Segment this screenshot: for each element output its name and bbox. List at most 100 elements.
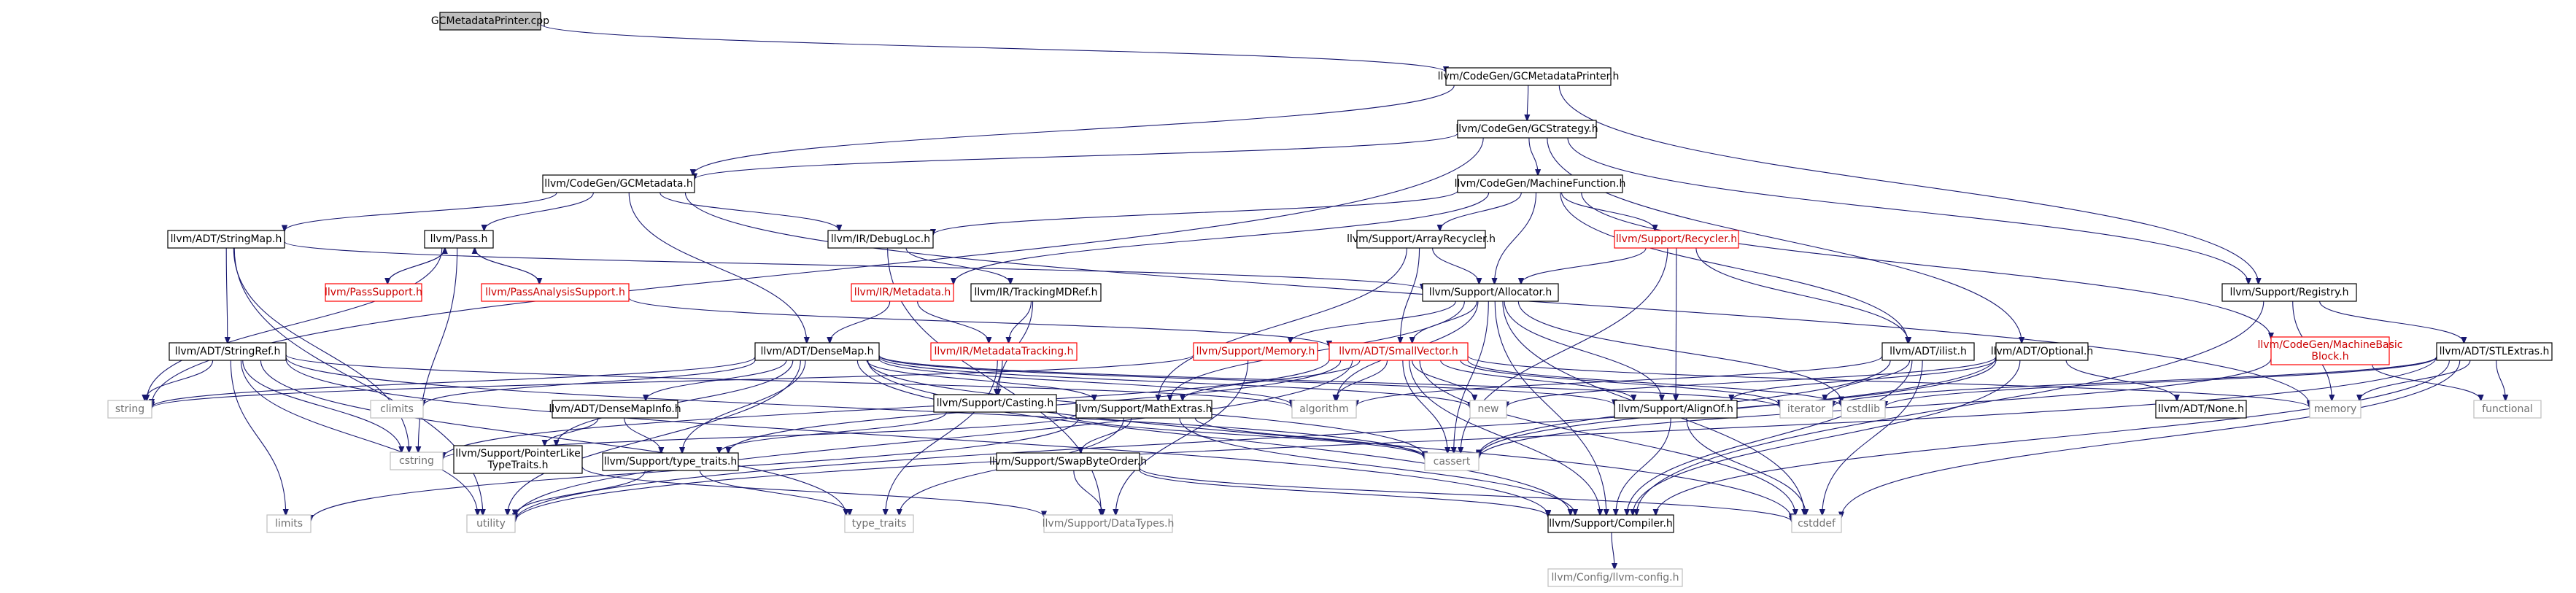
edge-ilist-to-cstddef <box>1822 360 1923 515</box>
node-label: llvm/Config/llvm-config.h <box>1552 572 1679 584</box>
node-pass[interactable]: llvm/Pass.h <box>424 230 494 249</box>
node-arrayrec[interactable]: llvm/Support/ArrayRecycler.h <box>1347 230 1496 249</box>
node-label: llvm/Support/type_traits.h <box>604 456 738 468</box>
edge-allocator-to-compiler <box>1494 301 1606 515</box>
node-cstddef: cstddef <box>1791 514 1842 533</box>
edge-stringref-to-string <box>144 360 214 400</box>
node-label: llvm/ADT/SmallVector.h <box>1339 346 1458 357</box>
node-gcmp[interactable]: llvm/CodeGen/GCMetadataPrinter.h <box>1438 67 1620 86</box>
node-box <box>2155 400 2247 419</box>
node-box <box>1469 400 1507 419</box>
node-box <box>1779 400 1833 419</box>
edge-stlextras-to-cstdlib <box>1885 356 2437 407</box>
node-root[interactable]: GCMetadataPrinter.cpp <box>431 12 549 31</box>
node-metadata[interactable]: llvm/IR/Metadata.h <box>851 283 954 302</box>
node-swapbyte[interactable]: llvm/Support/SwapByteOrder.h <box>989 452 1147 471</box>
node-llvmconfig: llvm/Config/llvm-config.h <box>1547 568 1683 587</box>
node-typetraits_h[interactable]: llvm/Support/type_traits.h <box>602 452 739 471</box>
edge-optional-to-new <box>1506 356 1997 408</box>
node-smallvector[interactable]: llvm/ADT/SmallVector.h <box>1328 342 1469 361</box>
node-compiler[interactable]: llvm/Support/Compiler.h <box>1547 514 1674 533</box>
node-label: llvm/IR/DebugLoc.h <box>831 233 930 245</box>
node-label: cassert <box>1434 456 1471 468</box>
edge-optional-to-alignof <box>1731 358 1997 400</box>
edge-metadata-to-mdtracking <box>917 301 989 343</box>
node-box <box>2473 400 2542 419</box>
node-box <box>970 283 1102 302</box>
node-passsupport[interactable]: llvm/PassSupport.h <box>325 283 422 302</box>
node-box <box>1422 283 1559 302</box>
edge-registry-to-stlextras <box>2319 301 2464 343</box>
node-passanalysis[interactable]: llvm/PassAnalysisSupport.h <box>481 283 630 302</box>
node-box <box>1457 174 1623 193</box>
node-box <box>1328 342 1469 361</box>
edge-compiler-to-llvmconfig <box>1611 532 1614 569</box>
edge-stlextras-to-utility <box>515 356 2437 522</box>
edge-stringref-to-algorithm <box>285 354 1292 408</box>
edge-passanalysis-to-pass <box>475 248 540 284</box>
edge-memory_h-to-string <box>152 354 1194 408</box>
node-label: llvm/ADT/DenseMap.h <box>760 346 873 357</box>
edge-mfunc-to-mbb <box>1581 192 2271 338</box>
node-stringmap[interactable]: llvm/ADT/StringMap.h <box>167 230 285 249</box>
node-casting[interactable]: llvm/Support/Casting.h <box>933 394 1057 413</box>
node-box <box>390 451 444 470</box>
node-stlextras[interactable]: llvm/ADT/STLExtras.h <box>2436 342 2553 361</box>
node-box <box>1995 342 2089 361</box>
node-debugloc[interactable]: llvm/IR/DebugLoc.h <box>827 230 934 249</box>
node-box <box>1193 342 1318 361</box>
node-box <box>325 283 422 302</box>
edge-swapbyte-to-compiler <box>1139 469 1548 516</box>
node-box <box>542 174 695 193</box>
node-mdtracking[interactable]: llvm/IR/MetadataTracking.h <box>930 342 1078 361</box>
node-mfunc[interactable]: llvm/CodeGen/MachineFunction.h <box>1455 174 1626 193</box>
node-label: functional <box>2482 403 2533 415</box>
node-densemapinfo[interactable]: llvm/ADT/DenseMapInfo.h <box>549 400 681 419</box>
edge-gcmeta-to-pass <box>484 192 594 230</box>
node-box <box>1043 514 1173 533</box>
node-ilist[interactable]: llvm/ADT/ilist.h <box>1881 342 1975 361</box>
node-mathextras[interactable]: llvm/Support/MathExtras.h <box>1075 400 1212 419</box>
node-none[interactable]: llvm/ADT/None.h <box>2155 400 2247 419</box>
node-label: cstdlib <box>1846 403 1880 415</box>
node-memory_h[interactable]: llvm/Support/Memory.h <box>1193 342 1318 361</box>
node-gcmeta[interactable]: llvm/CodeGen/GCMetadata.h <box>542 174 695 193</box>
node-box <box>1881 342 1975 361</box>
node-box <box>481 283 630 302</box>
node-box <box>827 230 934 249</box>
edge-stlextras-to-iterator <box>1833 356 2437 407</box>
node-gcstrat[interactable]: llvm/CodeGen/GCStrategy.h <box>1455 120 1598 139</box>
node-label: cstddef <box>1798 518 1836 530</box>
edge-metadata-to-densemap <box>829 301 891 343</box>
node-trackingmd[interactable]: llvm/IR/TrackingMDRef.h <box>970 283 1102 302</box>
node-allocator[interactable]: llvm/Support/Allocator.h <box>1422 283 1559 302</box>
node-label: llvm/ADT/DenseMapInfo.h <box>549 403 681 415</box>
node-box <box>1841 400 1886 419</box>
node-box <box>844 514 914 533</box>
node-registry[interactable]: llvm/Support/Registry.h <box>2221 283 2357 302</box>
node-datatypes: llvm/Support/DataTypes.h <box>1043 514 1174 533</box>
node-label: llvm/Support/Memory.h <box>1196 346 1315 357</box>
node-label: llvm/Support/Recycler.h <box>1616 233 1737 245</box>
edge-stringref-to-compiler <box>285 358 1548 516</box>
edge-smallvector-to-algorithm <box>1336 360 1388 400</box>
node-stringref[interactable]: llvm/ADT/StringRef.h <box>169 342 287 361</box>
node-box <box>2309 400 2362 419</box>
edge-smallvector-to-iterator <box>1460 360 1780 406</box>
node-box <box>2270 336 2390 365</box>
node-label: llvm/Pass.h <box>430 233 488 245</box>
node-densemap[interactable]: llvm/ADT/DenseMap.h <box>754 342 880 361</box>
edge-gcmp-to-registry <box>1558 85 2258 284</box>
node-optional[interactable]: llvm/ADT/Optional.h <box>1991 342 2094 361</box>
edge-smallvector-to-new <box>1412 360 1475 400</box>
node-label: llvm/ADT/StringMap.h <box>171 233 282 245</box>
node-label: llvm/Support/Registry.h <box>2229 287 2348 298</box>
edge-mfunc-to-debugloc <box>933 190 1458 235</box>
node-recycler[interactable]: llvm/Support/Recycler.h <box>1614 230 1739 249</box>
node-alignof[interactable]: llvm/Support/AlignOf.h <box>1614 400 1738 419</box>
edge-smallvector-to-cstring <box>443 359 1330 458</box>
